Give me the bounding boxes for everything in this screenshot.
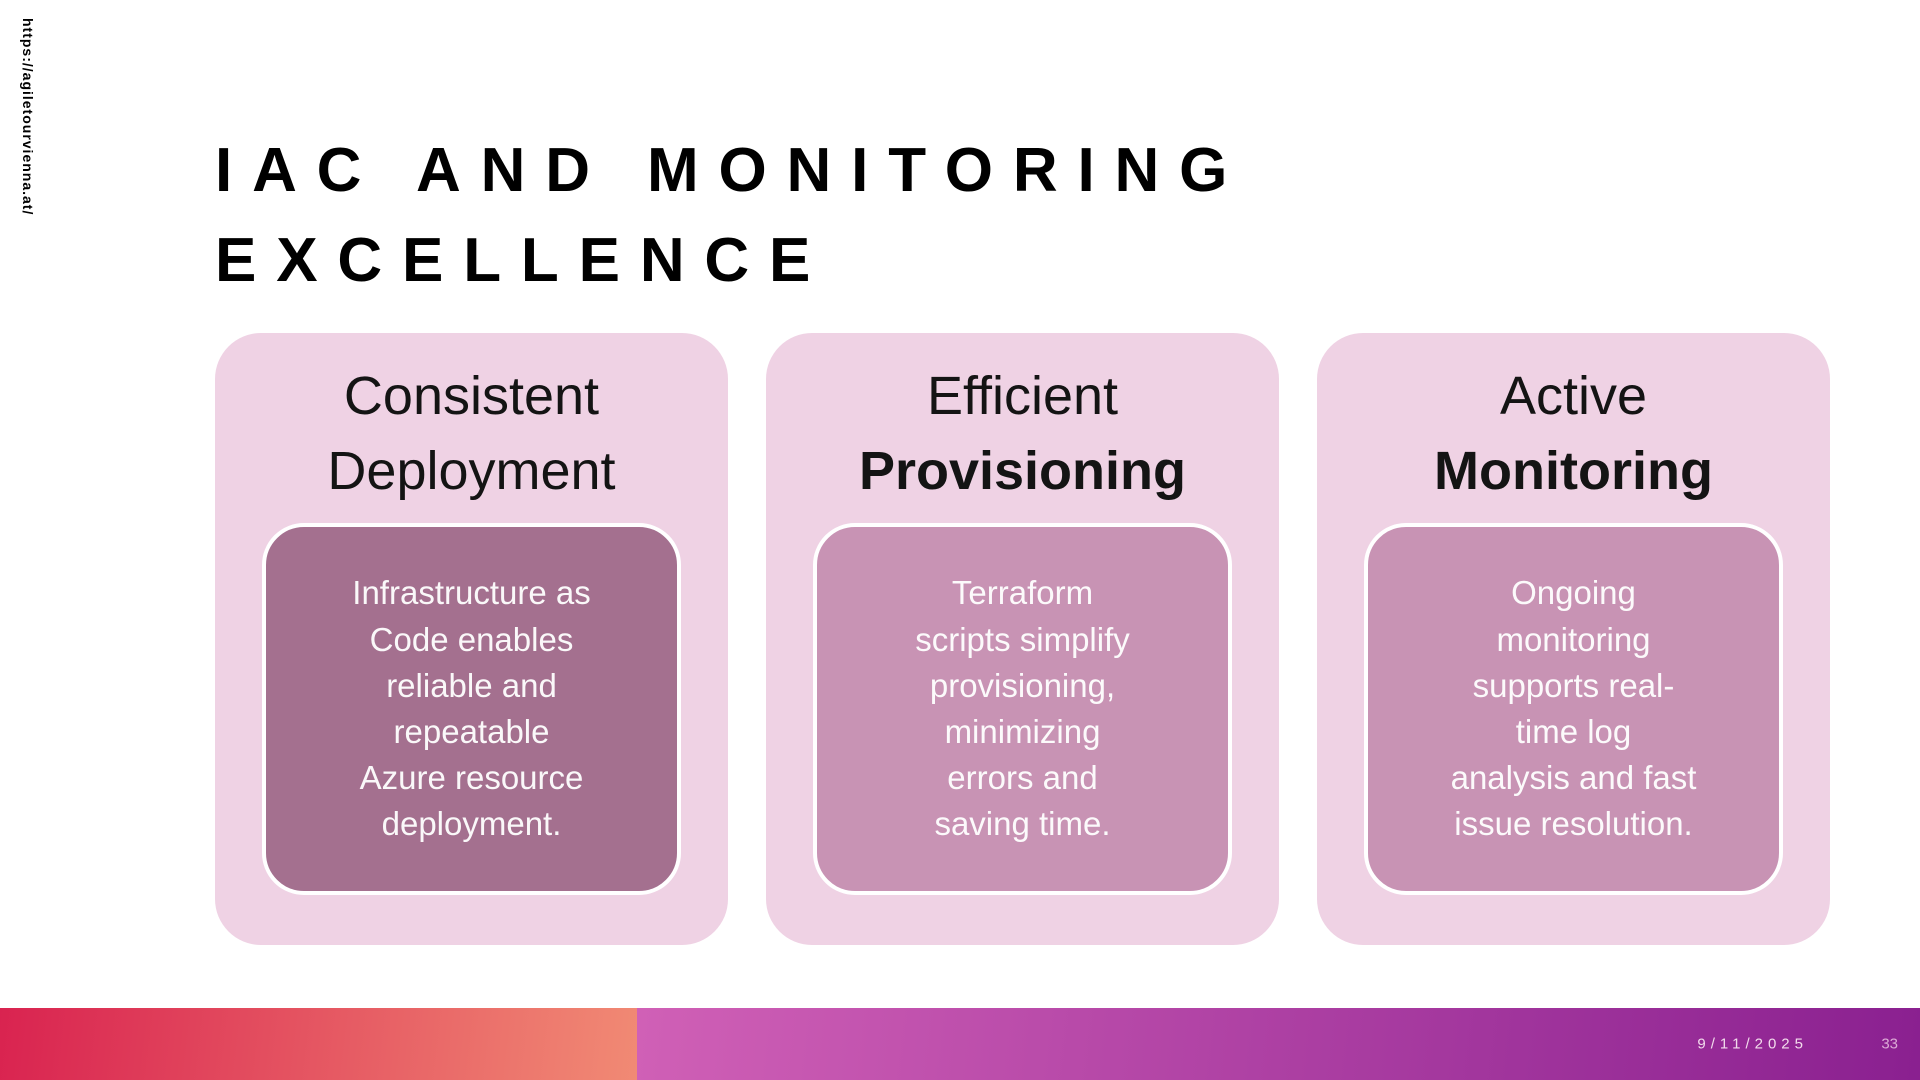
card-active-monitoring: Active Monitoring Ongoing monitoring sup… — [1317, 333, 1830, 945]
card-body-box: Terraform scripts simplify provisioning,… — [813, 523, 1232, 895]
card-heading-line1: Efficient — [926, 366, 1119, 426]
side-link-url: https://agiletourvienna.at/ — [20, 18, 36, 216]
card-body-box: Ongoing monitoring supports real- time l… — [1364, 523, 1783, 895]
card-heading-line1: Active — [1499, 366, 1648, 426]
card-heading: Efficient Provisioning — [859, 359, 1186, 508]
card-heading: Active Monitoring — [1434, 359, 1713, 508]
footer-gradient-left — [0, 1008, 637, 1080]
card-heading-line2: Deployment — [327, 440, 616, 501]
card-heading-line2: Provisioning — [858, 440, 1187, 501]
card-body-box: Infrastructure as Code enables reliable … — [262, 523, 681, 895]
footer-date: 9/11/2025 — [1697, 1035, 1808, 1053]
cards-row: Consistent Deployment Infrastructure as … — [215, 333, 1830, 945]
slide-title-line2: EXCELLENCE — [215, 225, 831, 295]
card-heading: Consistent Deployment — [327, 359, 615, 508]
card-consistent-deployment: Consistent Deployment Infrastructure as … — [215, 333, 728, 945]
card-heading-line1: Consistent — [343, 366, 600, 426]
footer-gradient-right: 9/11/2025 33 — [637, 1008, 1920, 1080]
slide-title: IAC AND MONITORING EXCELLENCE — [215, 126, 1247, 306]
card-heading-line2: Monitoring — [1434, 440, 1713, 501]
slide-title-line1: IAC AND MONITORING — [215, 136, 1248, 205]
footer-page-number: 33 — [1881, 1035, 1898, 1053]
footer-bar: 9/11/2025 33 — [0, 1008, 1920, 1080]
card-efficient-provisioning: Efficient Provisioning Terraform scripts… — [766, 333, 1279, 945]
